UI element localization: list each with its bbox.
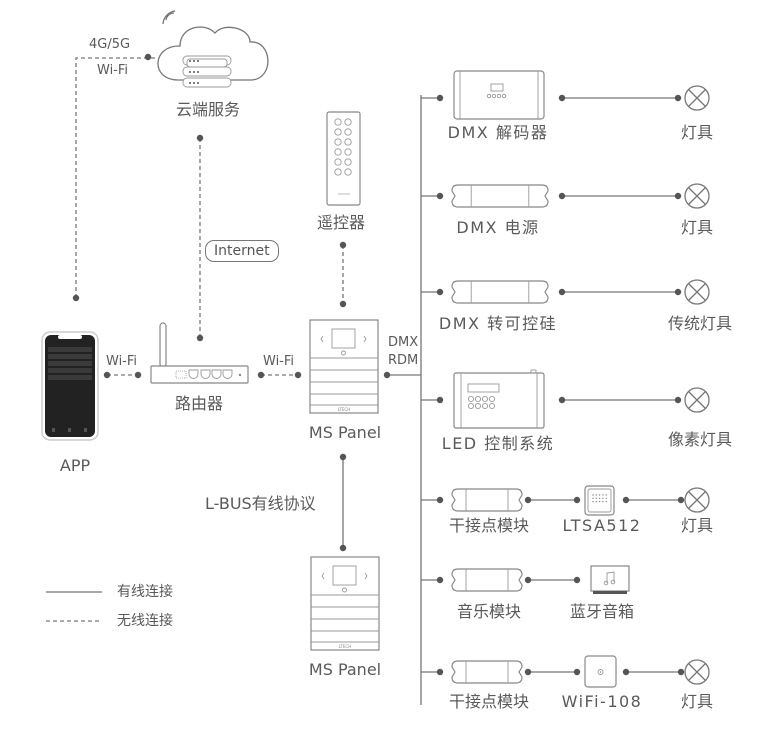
- connector-dot: [436, 496, 444, 504]
- remote-label: 遥控器: [316, 213, 366, 232]
- dmx-decoder-icon: [453, 70, 545, 120]
- router-label: 路由器: [174, 394, 224, 413]
- ms-panel-brand: LTECH: [338, 407, 350, 412]
- lamp-icon: [684, 487, 710, 513]
- link-panel-bus: [383, 371, 421, 379]
- branch-row: [421, 279, 710, 305]
- branch-target-label: 灯具: [680, 218, 714, 237]
- dry-contact-module-icon: [451, 488, 523, 512]
- cloud-label: 云端服务: [175, 100, 241, 119]
- branch-device-label: DMX 解码器: [447, 123, 549, 142]
- internet-badge: Internet: [205, 240, 279, 262]
- ms-panel-icon-1: LTECH: [309, 319, 379, 414]
- connector-dot: [558, 288, 566, 296]
- link-label-rdm: RDM: [388, 353, 419, 368]
- branch-target-label: 传统灯具: [667, 314, 733, 333]
- connector-dot: [558, 192, 566, 200]
- branch-row: [421, 369, 710, 429]
- link-label-wifi-app-router: Wi-Fi: [106, 354, 138, 369]
- router-icon: [150, 322, 249, 384]
- legend-wireless-label: 无线连接: [117, 613, 173, 629]
- link-label-dmx: DMX: [388, 335, 419, 350]
- link-router-cloud: [196, 134, 204, 342]
- ms-panel-brand: LTECH: [339, 644, 351, 649]
- branch-target-label: 灯具: [680, 516, 714, 535]
- branch-row: [421, 70, 710, 120]
- smartphone-icon: [41, 331, 99, 441]
- connector-dot: [622, 668, 630, 676]
- bluetooth-speaker-icon: [590, 565, 630, 594]
- link-app-cloud: [72, 53, 158, 302]
- branch-target-label: 灯具: [680, 123, 714, 142]
- lamp-icon: [684, 387, 710, 413]
- link-router-panel: [257, 371, 302, 379]
- branch-device-label: LED 控制系统: [441, 434, 555, 453]
- branch-device-label: 干接点模块: [448, 692, 530, 711]
- connector-dot: [436, 668, 444, 676]
- link-app-router: [103, 371, 142, 379]
- led-controller-icon: [453, 369, 545, 429]
- branch-device-label: 音乐模块: [456, 602, 522, 621]
- branch-target-label: 像素灯具: [667, 430, 733, 449]
- connector-dot: [674, 192, 682, 200]
- branch-group: [421, 70, 710, 688]
- connector-dot: [677, 496, 685, 504]
- legend-wired-label: 有线连接: [117, 584, 173, 600]
- link-lbus: [339, 453, 347, 552]
- connector-dot: [674, 94, 682, 102]
- link-label-4g5g: 4G/5G: [89, 37, 131, 52]
- branch-row: [421, 565, 630, 594]
- connector-dot: [674, 288, 682, 296]
- connector-dot: [573, 668, 581, 676]
- dry-contact-module-icon: [451, 660, 523, 684]
- connector-dot: [622, 496, 630, 504]
- music-module-icon: [451, 568, 523, 592]
- link-remote-panel: [339, 241, 347, 308]
- dmx-triac-icon: [451, 280, 549, 304]
- connector-dot: [436, 94, 444, 102]
- ltsa512-icon: [584, 485, 615, 516]
- lamp-icon: [684, 183, 710, 209]
- connector-dot: [524, 576, 532, 584]
- connector-dot: [436, 576, 444, 584]
- branch-device-label: DMX 电源: [456, 218, 540, 237]
- app-label: APP: [59, 456, 91, 475]
- ms-panel-label-1: MS Panel: [308, 423, 382, 442]
- lamp-icon: [684, 85, 710, 111]
- wifi-108-icon: [584, 655, 617, 688]
- branch-row: [421, 485, 710, 516]
- branch-row: [421, 655, 710, 688]
- link-label-wifi-router-panel: Wi-Fi: [263, 354, 295, 369]
- lamp-icon: [684, 659, 710, 685]
- cloud-server-icon: [157, 10, 269, 88]
- ms-panel-icon-2: LTECH: [310, 556, 380, 651]
- connector-dot: [558, 396, 566, 404]
- connector-dot: [436, 396, 444, 404]
- connector-dot: [573, 576, 581, 584]
- lamp-icon: [684, 279, 710, 305]
- phone-menu-rows: [48, 347, 92, 380]
- branch-target-label: 灯具: [680, 692, 714, 711]
- branch-device-label: DMX 转可控硅: [438, 314, 558, 333]
- branch-row: [421, 183, 710, 209]
- dmx-power-supply-icon: [451, 184, 549, 208]
- connector-dot: [436, 192, 444, 200]
- branch-middle-label: WiFi-108: [561, 692, 643, 711]
- connector-dot: [573, 496, 581, 504]
- connector-dot: [558, 94, 566, 102]
- link-label-wifi-cloud: Wi-Fi: [97, 63, 129, 78]
- ms-panel-label-2: MS Panel: [308, 660, 382, 679]
- branch-device-label: 干接点模块: [448, 516, 530, 535]
- connector-dot: [524, 668, 532, 676]
- branch-middle-label: LTSA512: [562, 516, 642, 535]
- remote-control-icon: [326, 111, 361, 206]
- lbus-label: L-BUS有线协议: [205, 494, 316, 513]
- connector-dot: [677, 668, 685, 676]
- connector-dot: [524, 496, 532, 504]
- connector-dot: [674, 396, 682, 404]
- branch-middle-label: 蓝牙音箱: [569, 602, 635, 621]
- connector-dot: [436, 288, 444, 296]
